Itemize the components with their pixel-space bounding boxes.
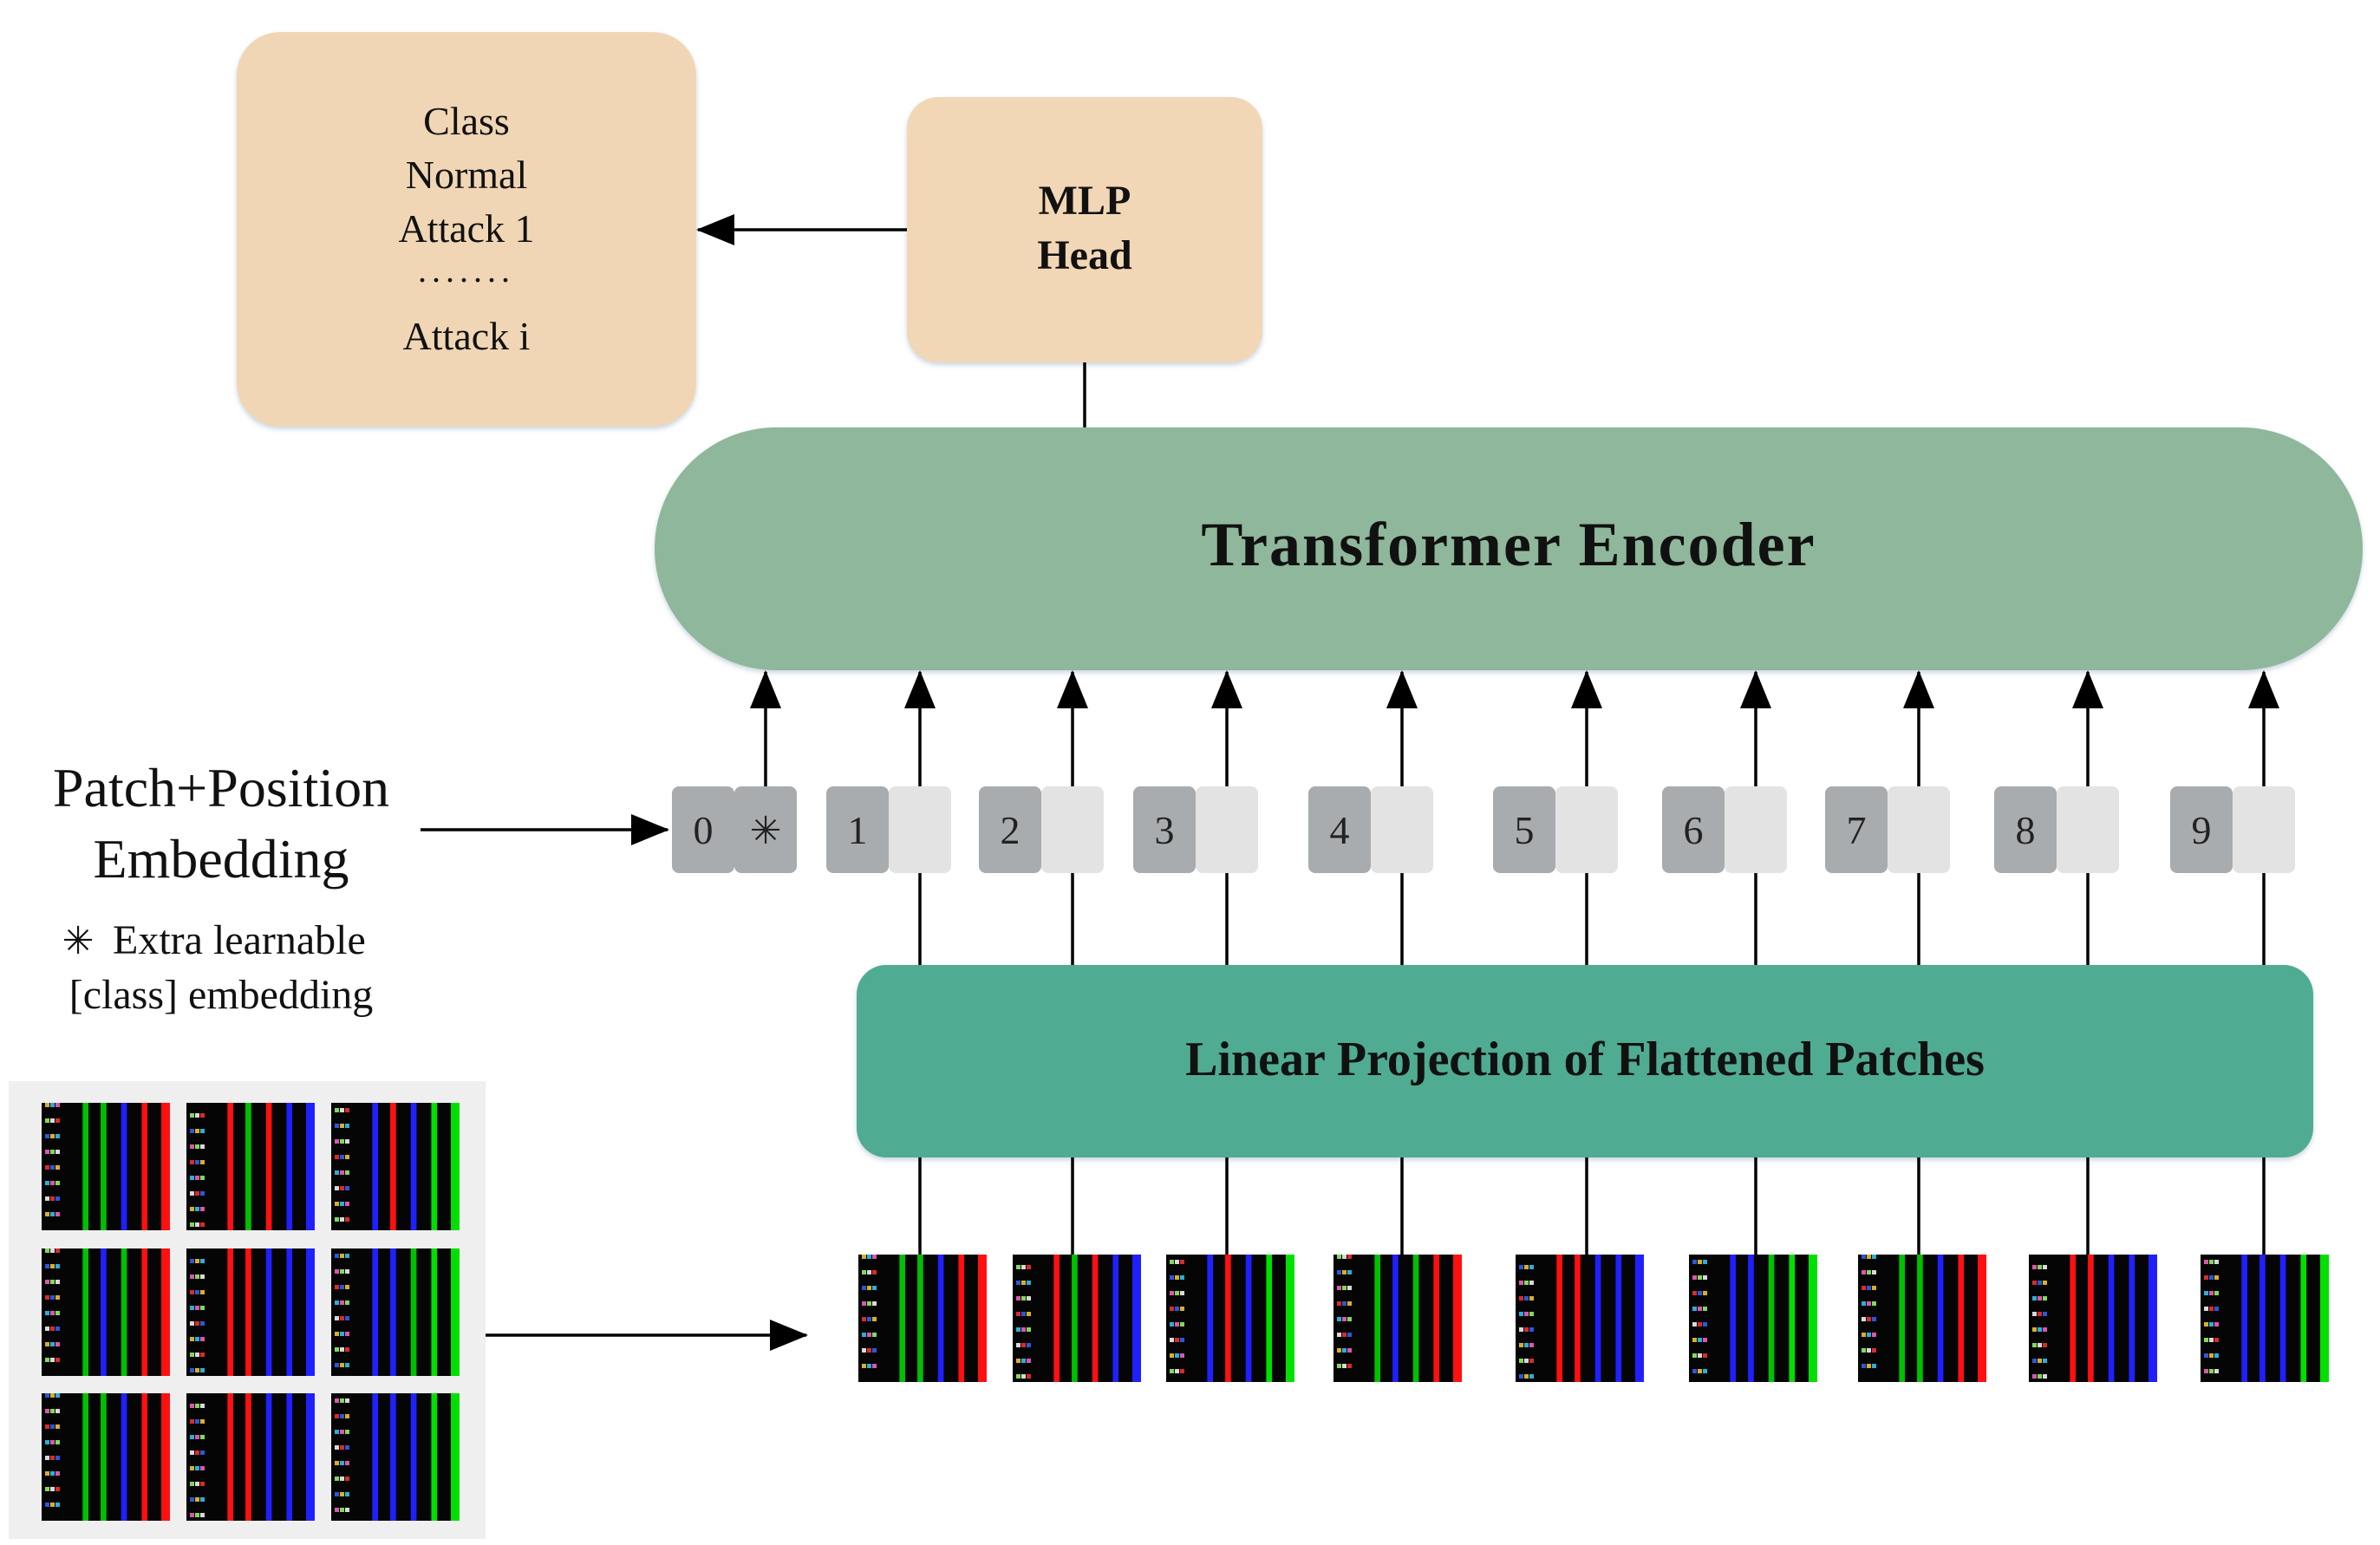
class-embedding-line1: Extra learnable (113, 917, 366, 963)
position-embedding-tile (979, 786, 1041, 873)
position-embedding-tile (1308, 786, 1371, 873)
embedding-token-2: 2 (979, 786, 1104, 873)
position-embedding-tile (672, 786, 734, 873)
embedding-token-4: 4 (1308, 786, 1433, 873)
position-number: 2 (1001, 808, 1020, 852)
input-grid-patch-2 (186, 1103, 315, 1230)
position-number: 6 (1684, 808, 1704, 852)
flattened-patch-4 (1333, 1255, 1462, 1382)
linear-projection-shape (857, 965, 2313, 1157)
input-grid-patch-7 (42, 1393, 170, 1521)
flattened-patch-3 (1166, 1255, 1294, 1382)
embedding-token-3: 3 (1133, 786, 1258, 873)
flattened-patch-7 (1858, 1255, 1986, 1382)
position-number: 3 (1155, 808, 1175, 852)
embedding-token-7: 7 (1825, 786, 1950, 873)
patch-embedding-tile (889, 786, 951, 873)
mlp-head-line2: Head (1037, 232, 1132, 278)
patch-embedding-tile (1725, 786, 1787, 873)
embedding-token-1: 1 (826, 786, 951, 873)
input-grid-patch-6 (331, 1248, 460, 1376)
embedding-label: Patch+Position Embedding ✳ Extra learnab… (53, 757, 389, 1018)
mlp-head-line1: MLP (1039, 178, 1131, 224)
class-box-line-4: Attack i (403, 314, 531, 358)
patch-embedding-tile (1888, 786, 1950, 873)
embedding-label-line1: Patch+Position (53, 757, 389, 818)
flattened-patch-6 (1689, 1255, 1817, 1382)
class-embedding-symbol: ✳ (62, 920, 95, 962)
position-number: 1 (848, 808, 868, 852)
position-number: 9 (2192, 808, 2212, 852)
position-embedding-tile (1133, 786, 1196, 873)
mlp-head-box: MLP Head (907, 97, 1262, 362)
position-embedding-tile (1493, 786, 1555, 873)
input-grid-patch-4 (42, 1248, 170, 1376)
flattened-patch-5 (1516, 1255, 1644, 1382)
class-box-line-0: Class (423, 99, 510, 143)
embedding-token-5: 5 (1493, 786, 1618, 873)
input-grid-patch-3 (331, 1103, 460, 1230)
input-grid-patch-5 (186, 1248, 315, 1376)
position-number: 4 (1330, 808, 1350, 852)
patch-embedding-tile (1041, 786, 1104, 873)
patch-embedding-tile (1371, 786, 1433, 873)
flattened-patch-9 (2201, 1255, 2329, 1382)
embedding-token-8: 8 (1994, 786, 2119, 873)
position-embedding-tile (1994, 786, 2057, 873)
linear-projection: Linear Projection of Flattened Patches (857, 965, 2313, 1157)
class-box-shape (237, 32, 696, 427)
patch-embedding-tile (1555, 786, 1618, 873)
class-box-line-1: Normal (406, 153, 528, 197)
flattened-patch-1 (858, 1255, 987, 1382)
transformer-encoder: Transformer Encoder (655, 427, 2363, 670)
input-image-grid (42, 1103, 460, 1521)
mlp-head-shape (907, 97, 1262, 362)
position-embedding-tile (1825, 786, 1888, 873)
linear-projection-label: Linear Projection of Flattened Patches (1185, 1033, 1985, 1086)
position-embedding-tile (826, 786, 889, 873)
flattened-patches (858, 1255, 2329, 1382)
position-number: 8 (2016, 808, 2036, 852)
flattened-patch-8 (2029, 1255, 2157, 1382)
class-embedding-line2: [class] embedding (69, 972, 374, 1018)
class-output-box: Class Normal Attack 1 ....... Attack i (237, 32, 696, 427)
position-embedding-tile (2170, 786, 2233, 873)
flattened-patch-2 (1013, 1255, 1141, 1382)
position-number: 0 (694, 808, 714, 852)
embedding-label-line2: Embedding (93, 828, 349, 890)
input-grid-patch-9 (331, 1393, 460, 1521)
class-token-symbol: ✳ (750, 810, 782, 852)
position-embedding-tile (1662, 786, 1725, 873)
embedding-token-0: 0✳ (672, 786, 797, 873)
position-number: 5 (1515, 808, 1535, 852)
token-connectors (750, 670, 2279, 1255)
patch-embedding-tile (2233, 786, 2295, 873)
input-grid-patch-8 (186, 1393, 315, 1521)
position-number: 7 (1847, 808, 1867, 852)
class-box-line-2: Attack 1 (398, 206, 534, 251)
transformer-encoder-shape (655, 427, 2363, 670)
embedding-token-9: 9 (2170, 786, 2295, 873)
patch-embedding-tile (2057, 786, 2119, 873)
patch-embedding-tile (1196, 786, 1258, 873)
embedding-token-6: 6 (1662, 786, 1787, 873)
class-box-line-3: ....... (418, 251, 515, 290)
transformer-encoder-label: Transformer Encoder (1201, 510, 1816, 579)
class-token-tile (734, 786, 797, 873)
input-grid-patch-1 (42, 1103, 170, 1230)
